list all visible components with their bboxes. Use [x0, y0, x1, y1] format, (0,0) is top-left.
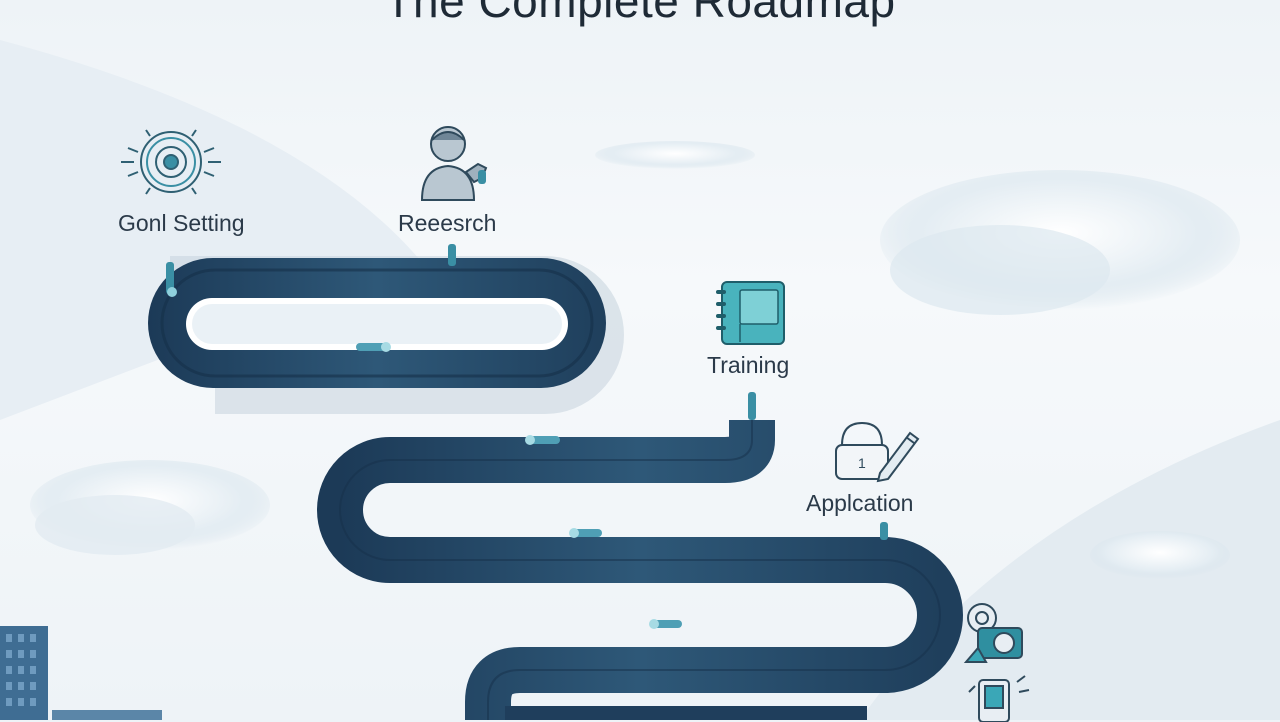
- cloud: [35, 495, 195, 555]
- person-research-icon: [420, 126, 488, 201]
- path-markers: [167, 287, 682, 629]
- cloud: [1090, 531, 1230, 579]
- step-label-goal-setting: Gonl Setting: [118, 210, 245, 236]
- step-label-application: Applcation: [806, 490, 914, 516]
- lock-pencil-icon: 1: [835, 421, 920, 483]
- hill-shape: [860, 420, 1280, 720]
- phone-icon: [968, 675, 1030, 722]
- step-label-research: Reeesrch: [398, 210, 497, 236]
- coin-gear-icon: [963, 603, 1023, 663]
- road-segment-1: [148, 258, 606, 388]
- road-segment-2: [317, 417, 963, 720]
- hill-shape: [0, 40, 420, 420]
- gear-target-icon: [121, 129, 221, 195]
- step-label-training: Training: [707, 352, 790, 378]
- cloud: [595, 141, 755, 169]
- page-title: The Complete Roadmap: [384, 0, 896, 27]
- cloud: [890, 225, 1110, 315]
- svg-text:1: 1: [858, 455, 866, 471]
- notebook-icon: [716, 281, 785, 345]
- road-segment-3: [505, 706, 867, 720]
- building-icon: [0, 626, 162, 720]
